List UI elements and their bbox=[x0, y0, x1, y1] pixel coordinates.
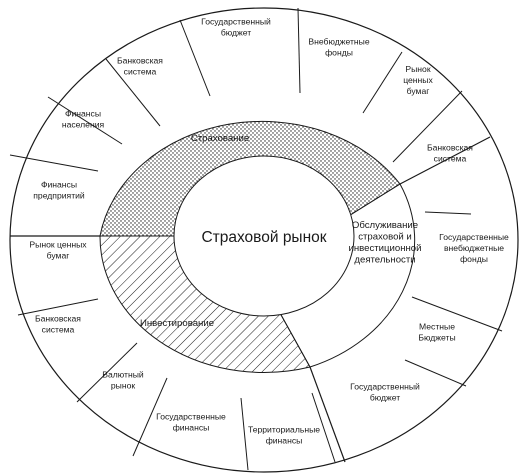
center-title: Страховой рынок bbox=[201, 229, 326, 246]
spoke-line bbox=[105, 58, 161, 127]
divider-right-upper bbox=[399, 136, 491, 185]
spoke-line bbox=[9, 154, 99, 172]
outer-ring bbox=[9, 7, 519, 473]
spoke-line bbox=[76, 342, 138, 403]
sector-label-insurance: Страхование bbox=[191, 133, 249, 144]
spoke-line bbox=[311, 392, 336, 463]
spoke-line bbox=[297, 7, 301, 94]
spoke-line bbox=[240, 397, 249, 471]
sector-label-investing: Инвестирование bbox=[140, 318, 214, 329]
spoke-line bbox=[411, 296, 503, 332]
spoke-line bbox=[132, 377, 168, 457]
spoke-line bbox=[17, 298, 99, 316]
spoke-line bbox=[404, 359, 467, 387]
divider-right-lower bbox=[309, 366, 346, 463]
spoke-line bbox=[47, 96, 123, 145]
center-circle bbox=[173, 155, 355, 317]
outer-spokes bbox=[9, 7, 503, 471]
spoke-line bbox=[424, 211, 472, 215]
spoke-line bbox=[392, 90, 463, 163]
spoke-line bbox=[179, 19, 211, 97]
spoke-line bbox=[362, 51, 403, 114]
